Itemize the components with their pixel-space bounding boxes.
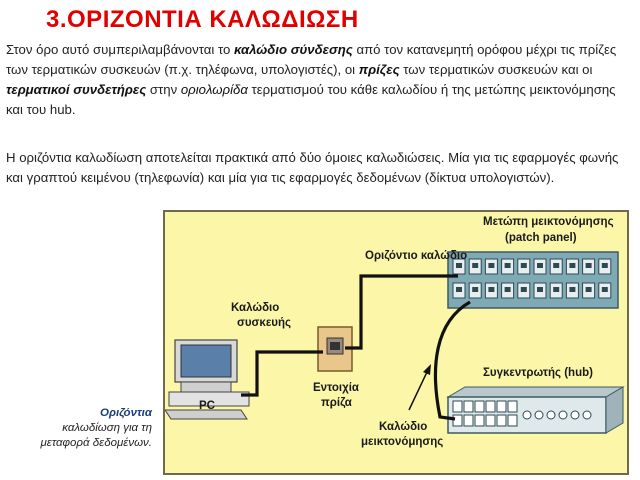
patch-port-socket xyxy=(585,287,592,292)
hub-led xyxy=(534,410,544,420)
term-outlets: πρίζες xyxy=(358,62,400,77)
cables xyxy=(241,274,471,421)
pc-computer xyxy=(165,339,250,420)
patch-port-socket xyxy=(569,263,576,268)
hub-port xyxy=(496,400,507,413)
patch-port-socket xyxy=(601,263,608,268)
caption-text: καλωδίωση για τη μεταφορά δεδομένων. xyxy=(40,422,152,449)
hub-port xyxy=(463,400,474,413)
patch-port-socket xyxy=(456,287,462,292)
patch-port-socket xyxy=(585,263,592,268)
arrow-icon xyxy=(408,364,431,411)
patch-port-socket xyxy=(520,287,527,292)
hub-label: Συγκεντρωτής (hub) xyxy=(483,367,593,379)
hub-port xyxy=(452,400,463,413)
patch-port-socket xyxy=(472,263,479,268)
caption-emphasis: Οριζόντια xyxy=(100,407,152,419)
horizontal-cable-label: Οριζόντιο καλώδιο xyxy=(365,250,468,262)
hub-port xyxy=(507,400,518,413)
hub-port xyxy=(485,414,496,427)
diagram-graphics xyxy=(165,251,625,434)
hub-port xyxy=(452,414,463,427)
patch-port-socket xyxy=(553,263,560,268)
outlet-label-2: πρίζα xyxy=(321,397,352,409)
patch-panel-sublabel: (patch panel) xyxy=(505,232,577,244)
patch-port-socket xyxy=(520,263,527,268)
hub-port xyxy=(507,414,518,427)
hub-led xyxy=(522,410,532,420)
patch-port-socket xyxy=(488,263,495,268)
patch-panel-ports xyxy=(452,258,612,299)
p1-text-5: τερματισμού του κάθε καλωδίου ή της μετώ… xyxy=(6,82,616,117)
figure-caption: Οριζόντια καλωδίωση για τη μεταφορά δεδο… xyxy=(20,406,152,451)
patch-port-socket xyxy=(456,263,462,268)
patch-cable xyxy=(433,300,471,421)
p1-text-2: από τον κατανεμητή ορόφου μέχρι τις πρίζ… xyxy=(6,42,617,77)
hub-port xyxy=(485,400,496,413)
patch-port-socket xyxy=(504,287,511,292)
hub-led xyxy=(570,410,580,420)
patch-panel xyxy=(447,251,619,309)
patch-panel-label: Μετώπη μεικτονόμησης xyxy=(483,216,614,228)
patch-port-socket xyxy=(569,287,576,292)
patch-port-socket xyxy=(537,263,543,268)
hub-device xyxy=(446,386,625,434)
paragraph-definition: Στον όρο αυτό συμπεριλαμβάνονται το καλώ… xyxy=(6,40,632,120)
patch-port-socket xyxy=(472,287,479,292)
paragraph-composition: Η οριζόντια καλωδίωση αποτελείται πρακτι… xyxy=(6,150,619,185)
patch-port-socket xyxy=(504,263,511,268)
term-terminal-strip: οριολωρίδα xyxy=(180,82,248,97)
hub-port xyxy=(474,414,485,427)
horizontal-cable-line xyxy=(345,274,458,350)
patch-cable-label-2: μεικτονόμησης xyxy=(361,436,444,448)
patch-port-socket xyxy=(553,287,560,292)
patch-port-socket xyxy=(537,287,543,292)
outlet-label-1: Εντοιχία xyxy=(313,382,359,394)
p1-text-3: των τερματικών συσκευών και οι xyxy=(399,62,593,77)
hub-led xyxy=(546,410,556,420)
p1-text-4: στην xyxy=(146,82,181,97)
pc-label: PC xyxy=(199,400,215,412)
hub-leds xyxy=(522,410,592,420)
hub-port xyxy=(463,414,474,427)
device-cable xyxy=(241,350,323,397)
patch-port-socket xyxy=(488,287,495,292)
device-cable-label-2: συσκευής xyxy=(237,317,291,329)
hub-led xyxy=(558,410,568,420)
hub-port xyxy=(474,400,485,413)
patch-cable-label-1: Καλώδιο xyxy=(379,421,428,433)
hub-port xyxy=(496,414,507,427)
page-title: 3.ΟΡΙΖΟΝΤΙΑ ΚΑΛΩΔΙΩΣΗ xyxy=(46,6,359,33)
device-cable-label-1: Καλώδιο xyxy=(231,302,280,314)
term-connection-cable: καλώδιο σύνδεσης xyxy=(233,42,353,57)
patch-port-socket xyxy=(601,287,608,292)
p1-text-1: Στον όρο αυτό συμπεριλαμβάνονται το xyxy=(6,42,234,57)
term-terminal-connectors: τερματικοί συνδετήρες xyxy=(6,82,147,97)
cabling-diagram: Μετώπη μεικτονόμησης (patch panel) Οριζό… xyxy=(163,210,629,475)
hub-ports xyxy=(452,400,518,427)
hub-led xyxy=(582,410,592,420)
